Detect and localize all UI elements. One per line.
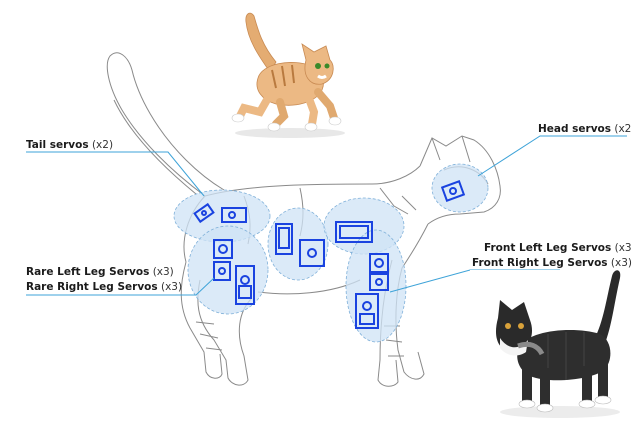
- servo-center-1: [275, 223, 293, 255]
- label-rare-left-servos: Rare Left Leg Servos (x3): [26, 266, 174, 278]
- leader-tail: [26, 151, 205, 197]
- leader-head: [477, 135, 627, 177]
- zone-center: [267, 207, 329, 281]
- servo-center-2: [299, 239, 325, 267]
- servo-icons: [193, 180, 466, 329]
- orange-cat-render: [231, 12, 345, 138]
- label-head-name: Head servos: [538, 123, 612, 135]
- servo-front-2: [369, 273, 389, 291]
- zone-rear-legs: [187, 225, 269, 315]
- servo-tail-1: [193, 202, 215, 224]
- zone-head: [431, 163, 489, 213]
- servo-front-3: [355, 293, 379, 329]
- servo-head-1: [440, 180, 466, 202]
- servo-rear-3: [235, 265, 255, 305]
- label-front-left-count: (x3: [614, 242, 632, 254]
- label-head-count: (x2: [614, 123, 632, 135]
- label-front-right-servos: Front Right Leg Servos (x3): [472, 257, 632, 269]
- label-rare-right-name: Rare Right Leg Servos: [26, 281, 158, 293]
- label-rare-left-name: Rare Left Leg Servos: [26, 266, 150, 278]
- servo-front-body: [335, 221, 373, 243]
- servo-tail-2: [221, 207, 247, 223]
- label-front-right-name: Front Right Leg Servos: [472, 257, 608, 269]
- servo-rear-2: [213, 261, 231, 281]
- label-tail-count: (x2): [91, 139, 114, 151]
- label-head-servos: Head servos (x2: [538, 123, 631, 135]
- label-tail-servos: Tail servos (x2): [26, 139, 113, 151]
- label-front-left-name: Front Left Leg Servos: [484, 242, 612, 254]
- label-rare-left-count: (x3): [152, 266, 174, 278]
- servo-front-1: [369, 253, 389, 273]
- label-rare-right-servos: Rare Right Leg Servos (x3): [26, 281, 182, 293]
- leader-rear: [26, 277, 215, 296]
- label-front-right-count: (x3): [610, 257, 632, 269]
- label-tail-name: Tail servos: [26, 139, 89, 151]
- servo-rear-1: [213, 239, 233, 259]
- black-cat-render: [470, 270, 627, 424]
- label-front-left-servos: Front Left Leg Servos (x3: [484, 242, 632, 254]
- label-rare-right-count: (x3): [160, 281, 183, 293]
